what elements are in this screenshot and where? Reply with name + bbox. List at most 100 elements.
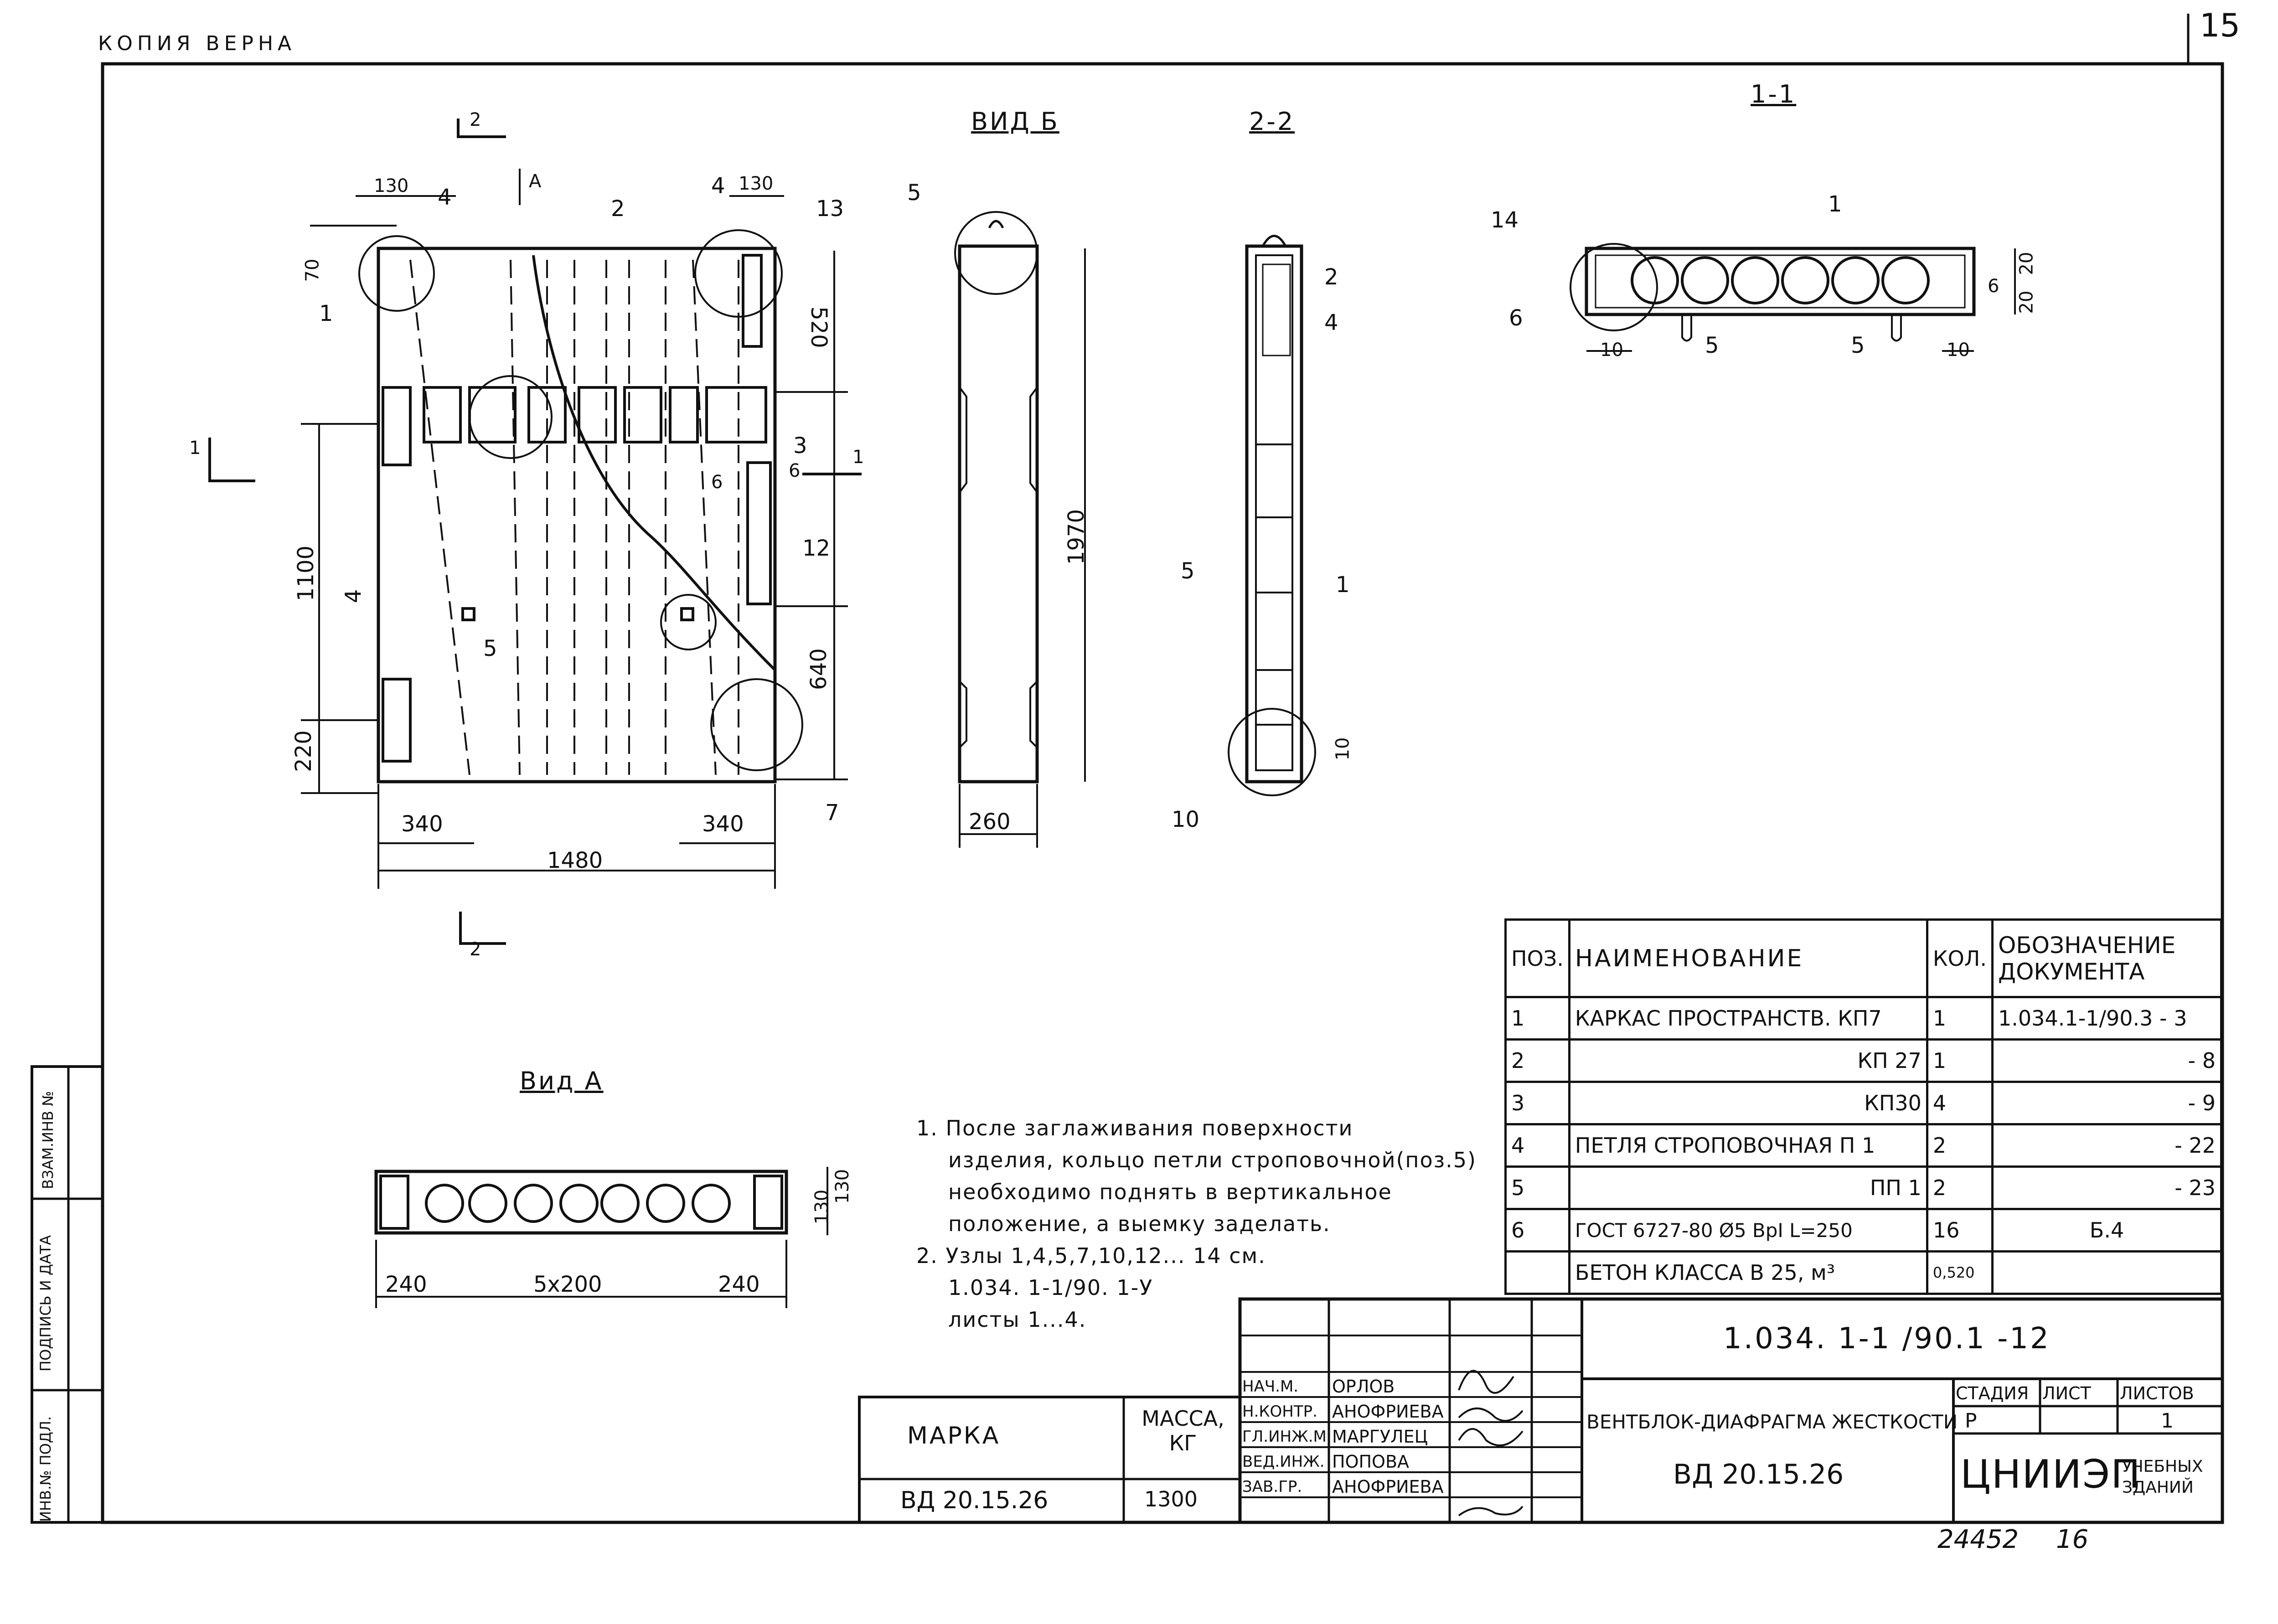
stamp-name: МАРГУЛЕЦ [1332, 1427, 1428, 1447]
spec-cell-name: ПЕТЛЯ СТРОПОВОЧНАЯ П 1 [1568, 1123, 1928, 1168]
dim-340-right: 340 [702, 811, 744, 837]
spec-cell-doc: 1.034.1-1/90.3 - 3 [1991, 996, 2222, 1041]
s11-callout-5a: 5 [1705, 333, 1719, 358]
note-line: изделия, кольцо петли строповочной(поз.5… [948, 1148, 1477, 1172]
spec-cell-pos: 6 [1504, 1208, 1570, 1253]
s22-callout-2: 2 [1324, 264, 1338, 290]
copy-stamp: КОПИЯ ВЕРНА [98, 32, 296, 55]
s22-callout-1: 1 [1336, 572, 1350, 598]
s22-callout-4: 4 [1324, 310, 1338, 335]
spec-cell-doc: - 22 [1991, 1123, 2222, 1168]
section-2-2-title: 2-2 [1249, 107, 1295, 136]
spec-cell-qty: 0,520 [1926, 1250, 1994, 1295]
dim-640: 640 [806, 648, 832, 690]
s11-callout-1: 1 [1828, 191, 1842, 217]
view-a-drawing [374, 1167, 828, 1308]
spec-cell-doc: Б.4 [1991, 1208, 2222, 1253]
cut-2-bottom-label: 2 [470, 939, 481, 960]
view-b-drawing [954, 211, 1086, 848]
note-line: положение, а выемку заделать. [948, 1212, 1331, 1236]
org-logo: ЦНИИЭП [1960, 1452, 2141, 1497]
dim-520: 520 [806, 306, 832, 348]
dim-1100: 1100 [293, 545, 319, 602]
sheets-label: ЛИСТОВ [2120, 1383, 2194, 1403]
view-b-callout-5: 5 [907, 180, 921, 206]
spec-cell-pos: 3 [1504, 1081, 1570, 1125]
s11-dim-10-right: 10 [1947, 340, 1970, 361]
stamp-role: Н.КОНТР. [1242, 1402, 1317, 1421]
notes-block: 1. После заглаживания поверхности издели… [916, 1112, 1477, 1335]
stamp-role: ЗАВ.ГР. [1242, 1478, 1302, 1496]
s11-callout-5b: 5 [1851, 333, 1865, 358]
spec-row: 6 ГОСТ 6727-80 Ø5 ВрI L=250 16 Б.4 [1504, 1208, 2222, 1253]
view-a-dim-240-right: 240 [718, 1272, 760, 1297]
stage-label: СТАДИЯ [1956, 1383, 2029, 1403]
spec-cell-qty: 4 [1926, 1081, 1994, 1125]
spec-cell-name: БЕТОН КЛАССА В 25, м³ [1568, 1250, 1928, 1295]
product-mark: ВД 20.15.26 [1673, 1459, 1844, 1490]
spec-cell-name: ГОСТ 6727-80 Ø5 ВрI L=250 [1568, 1208, 1928, 1253]
spec-row: 5 ПП 1 2 - 23 [1504, 1165, 2222, 1210]
spec-cell-doc [1991, 1250, 2222, 1295]
spec-cell-qty: 1 [1926, 1038, 1994, 1083]
spec-cell-qty: 2 [1926, 1165, 1994, 1210]
section-1-1-title: 1-1 [1751, 80, 1797, 108]
callout-7: 7 [825, 800, 839, 825]
doc-code: 1.034. 1-1 /90.1 -12 [1723, 1322, 2051, 1356]
sheets-value: 1 [2161, 1409, 2174, 1433]
spec-cell-pos: 4 [1504, 1123, 1570, 1168]
dim-340-left: 340 [401, 811, 443, 837]
org-subtitle: УЧЕБНЫХ ЗДАНИЙ [2122, 1457, 2203, 1497]
callout-13: 13 [816, 196, 844, 222]
stamp-name: ОРЛОВ [1332, 1377, 1395, 1397]
view-a-dim-130-a: 130 [811, 1189, 833, 1225]
spec-cell-name: КП 27 [1568, 1038, 1928, 1083]
spec-header-row: ПОЗ. НАИМЕНОВАНИЕ КОЛ. ОБОЗНАЧЕНИЕ ДОКУМ… [1504, 918, 2222, 998]
product-name: ВЕНТБЛОК-ДИАФРАГМА ЖЕСТКОСТИ [1586, 1411, 1958, 1433]
spec-cell-pos: 5 [1504, 1165, 1570, 1210]
spec-cell-name: КАРКАС ПРОСТРАНСТВ. КП7 [1568, 996, 1928, 1041]
spec-header-pos: ПОЗ. [1504, 918, 1570, 998]
dim-130-left: 130 [374, 175, 409, 196]
spec-cell-name: ПП 1 [1568, 1165, 1928, 1210]
spec-cell-pos: 1 [1504, 996, 1570, 1041]
archive-number: 24452 [1937, 1525, 2019, 1554]
view-a-dim-5x200: 5x200 [533, 1272, 602, 1297]
callout-12: 12 [802, 536, 831, 561]
view-a-title: Вид А [520, 1067, 604, 1095]
s22-callout-5: 5 [1181, 558, 1195, 584]
spec-cell-pos: 2 [1504, 1038, 1570, 1083]
spec-cell-qty: 1 [1926, 996, 1994, 1041]
note-line: 2. Узлы 1,4,5,7,10,12... 14 см. [916, 1243, 1266, 1268]
section-2-2-drawing [1228, 235, 1316, 796]
s11-dim-10-left: 10 [1600, 340, 1623, 361]
spec-cell-qty: 2 [1926, 1123, 1994, 1168]
stamp-name: АНОФРИЕВА [1332, 1402, 1444, 1422]
side-vzam-inv: ВЗАМ.ИНВ № [39, 1091, 57, 1189]
page-number: 16 [2056, 1525, 2089, 1554]
stamp-names: ОРЛОВ АНОФРИЕВА МАРГУЛЕЦ ПОПОВА АНОФРИЕВ… [1332, 1374, 1444, 1500]
stamp-name: АНОФРИЕВА [1332, 1477, 1444, 1497]
mass-label: МАССА, КГ [1142, 1406, 1224, 1455]
spec-row: 2 КП 27 1 - 8 [1504, 1038, 2222, 1083]
cut-2-top-label: 2 [470, 109, 481, 130]
stamp-name: ПОПОВА [1332, 1452, 1410, 1472]
axis-a-label: А [529, 171, 542, 192]
stamp-role: НАЧ.М. [1242, 1377, 1299, 1396]
spec-cell-pos [1504, 1250, 1570, 1295]
s11-dim-20b: 20 [2016, 290, 2037, 314]
mass-value: 1300 [1144, 1487, 1198, 1511]
callout-4-side: 4 [341, 589, 367, 603]
note-line: необходимо поднять в вертикальное [948, 1180, 1392, 1204]
view-b-title: ВИД Б [971, 107, 1059, 136]
sheet-corner-number: 15 [2200, 7, 2241, 44]
dim-130-right: 130 [739, 173, 774, 194]
dim-1970: 1970 [1064, 509, 1090, 565]
stage-value: Р [1965, 1409, 1977, 1433]
spec-header-doc: ОБОЗНАЧЕНИЕ ДОКУМЕНТА [1991, 918, 2222, 998]
spec-header-name: НАИМЕНОВАНИЕ [1568, 918, 1928, 998]
dim-70: 70 [302, 258, 323, 282]
stamp-role: ВЕД.ИНЖ. [1242, 1453, 1325, 1471]
spec-cell-name: КП30 [1568, 1081, 1928, 1125]
